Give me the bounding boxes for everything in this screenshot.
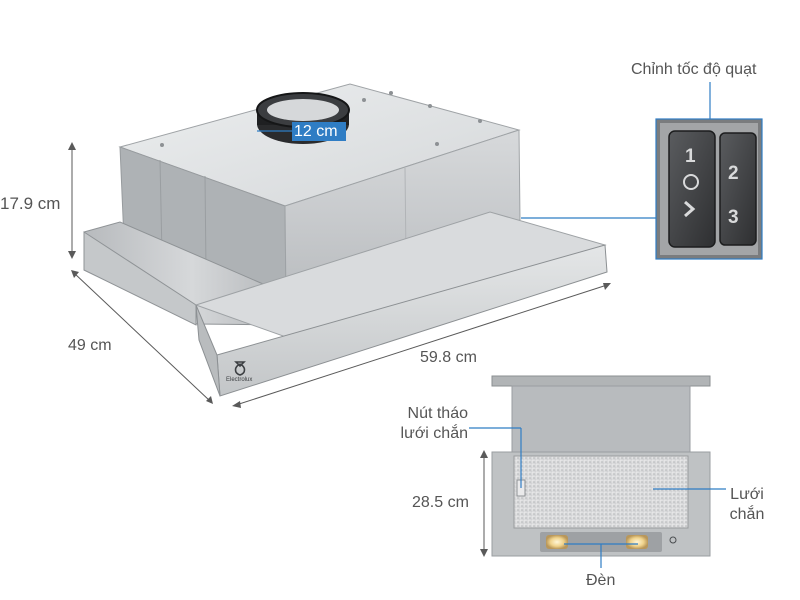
lamp [546, 535, 648, 549]
brand-logo [234, 361, 246, 376]
light-callout-label: Đèn [586, 572, 616, 589]
front-height-dimension-label: 28.5 cm [412, 494, 469, 511]
brand-logo-text: Electrolux [226, 377, 253, 383]
switch-closeup [655, 118, 763, 260]
dimension-lines [68, 142, 611, 557]
callout-lines [521, 82, 711, 219]
filter-release-callout-label: Nút tháo lưới chắn [400, 405, 468, 442]
hood-front-view [491, 375, 711, 557]
depth-dimension-label: 49 cm [68, 337, 112, 354]
speed-key-3-label: 3 [728, 207, 739, 228]
duct-size-label: 12 cm [294, 123, 338, 140]
speed-switch-key-1 [668, 130, 716, 248]
speed-switch-key-2 [719, 132, 757, 246]
width-dimension-label: 59.8 cm [420, 349, 477, 366]
front-callout-lines [469, 427, 726, 568]
grease-filter [513, 455, 689, 529]
hood-body-front-face [284, 129, 521, 301]
filter-callout-label: Lưới chắn [729, 486, 765, 523]
hood-main-view [83, 83, 608, 397]
height-dimension-label: 17.9 cm [0, 194, 61, 213]
hood-lower-frame-left [83, 231, 197, 326]
fan-speed-callout-label: Chỉnh tốc độ quạt [631, 61, 757, 78]
speed-key-1-label: 1 [685, 146, 696, 167]
duct-size-badge [292, 122, 346, 141]
speed-key-2-label: 2 [728, 163, 739, 184]
